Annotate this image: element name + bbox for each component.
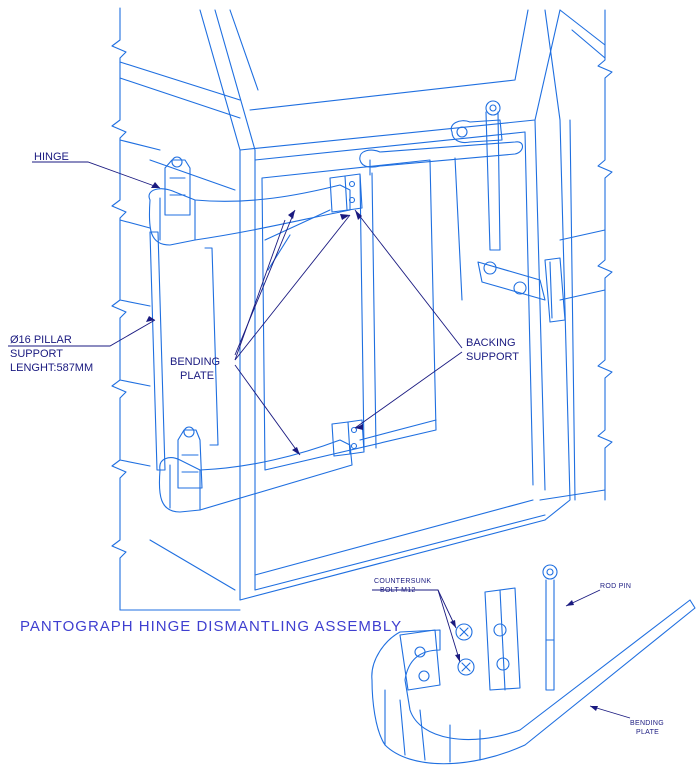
door-frame (199, 9, 576, 601)
pillar-label-line3: LENGHT:587MM (10, 362, 94, 374)
wall-outline-right (539, 9, 613, 501)
lower-hinge-drawing (177, 426, 203, 489)
upper-hinge-drawing (164, 156, 191, 216)
countersunk-label-line2: BOLT M12 (380, 587, 416, 594)
rod-pin-label: ROD PIN (600, 583, 632, 590)
drawing-title: PANTOGRAPH HINGE DISMANTLING ASSEMBLY (20, 618, 403, 635)
lower-backing-support (331, 419, 365, 457)
backing-support-label-line2: SUPPORT (466, 351, 519, 363)
hinge-label: HINGE (34, 151, 69, 163)
door-handle (359, 100, 524, 251)
detail-rod-pin (542, 564, 558, 691)
door-window (261, 157, 463, 471)
detail-bolts (455, 623, 475, 676)
bending-plate-label-line2: PLATE (180, 370, 215, 382)
pillar-label-line1: Ø16 PILLAR (10, 334, 72, 346)
upper-backing-support (329, 173, 363, 213)
detail-bending-plate (371, 599, 696, 765)
bending-plate-detail-label-line2: PLATE (636, 729, 660, 736)
bending-plate-detail-label-line1: BENDING (630, 720, 664, 727)
lower-bending-plate (158, 439, 353, 513)
wall-outline-left (111, 7, 241, 611)
leader-lines (8, 161, 631, 719)
detail-hinge-parts (399, 587, 521, 691)
countersunk-label-line1: COUNTERSUNK (374, 578, 432, 585)
leader-arrowheads (146, 182, 598, 711)
pillar-support (149, 231, 219, 471)
door-latch (477, 257, 566, 323)
backing-support-label-line1: BACKING (466, 337, 516, 349)
pillar-label-line2: SUPPORT (10, 348, 63, 360)
bending-plate-label-line1: BENDING (170, 356, 221, 368)
